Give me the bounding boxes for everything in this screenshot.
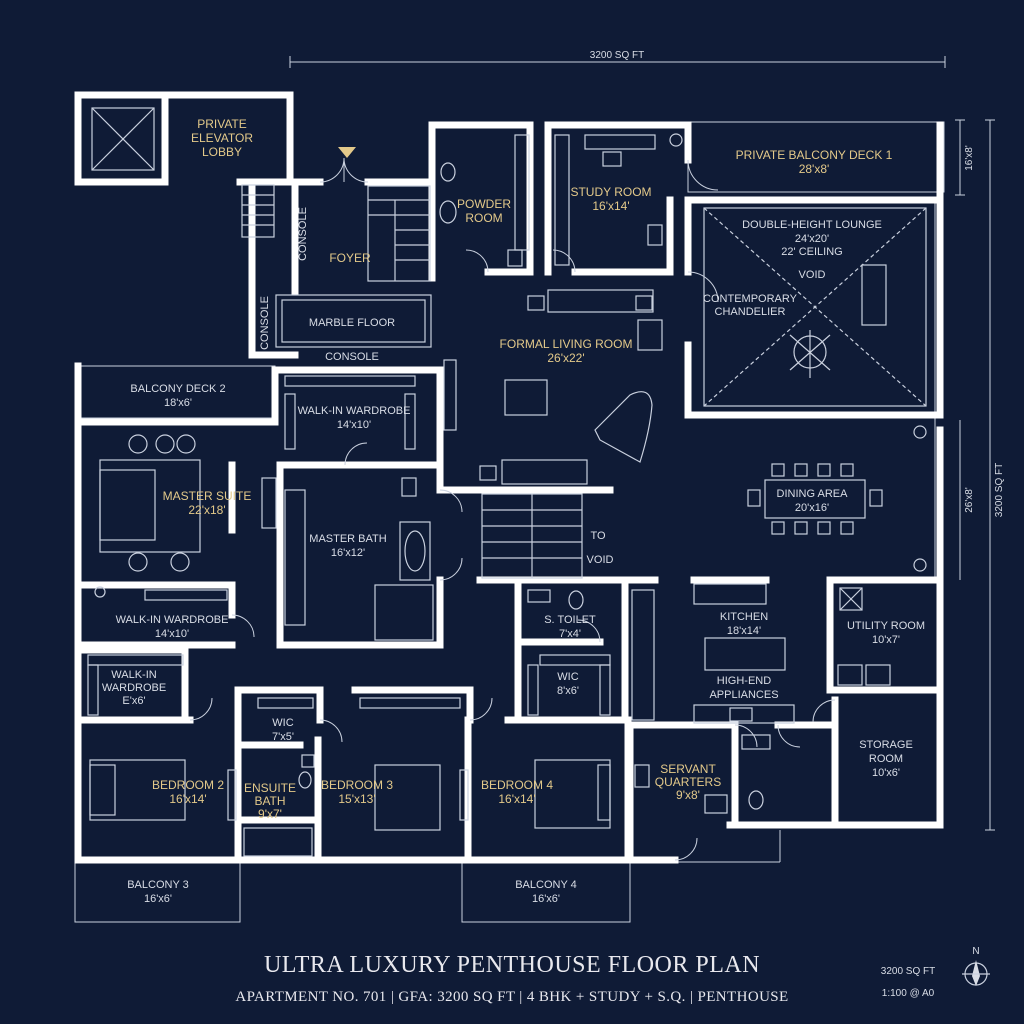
north-arrow-icon bbox=[962, 960, 990, 986]
dimension-lines: 3200 SQ FT 16'x8' 26'x8' 3200 SQ FT bbox=[289, 50, 1005, 831]
drawing-title: ULTRA LUXURY PENTHOUSE FLOOR PLAN bbox=[264, 952, 760, 978]
walls bbox=[74, 91, 944, 864]
console-label-2: CONSOLE bbox=[259, 296, 271, 350]
top-dimension-label: 3200 SQ FT bbox=[590, 50, 644, 61]
right-full-dimension: 3200 SQ FT bbox=[994, 463, 1005, 517]
foyer-stairs bbox=[367, 185, 431, 282]
scale-label: 1:100 @ A0 bbox=[882, 988, 935, 999]
central-stairs bbox=[481, 493, 583, 579]
console-label-3: CONSOLE bbox=[325, 351, 379, 363]
furniture bbox=[87, 107, 927, 861]
void-label: VOID bbox=[799, 269, 826, 281]
grand-piano-icon bbox=[594, 391, 653, 463]
right-small-dimension: 16'x8' bbox=[964, 145, 975, 171]
lobby-stairs bbox=[241, 184, 275, 238]
north-label: N bbox=[972, 946, 979, 957]
console-label-1: CONSOLE bbox=[297, 207, 309, 261]
marble-floor-label: MARBLE FLOOR bbox=[309, 317, 395, 329]
area-badge: 3200 SQ FT bbox=[881, 966, 935, 977]
right-mid-dimension: 26'x8' bbox=[964, 487, 975, 513]
chandelier-icon bbox=[789, 330, 831, 378]
entry-arrow-icon bbox=[338, 147, 356, 158]
title-block: ULTRA LUXURY PENTHOUSE FLOOR PLAN APARTM… bbox=[235, 946, 990, 1005]
foyer-label: FOYER bbox=[329, 251, 371, 265]
drawing-subtitle: APARTMENT NO. 701 | GFA: 3200 SQ FT | 4 … bbox=[235, 989, 788, 1005]
